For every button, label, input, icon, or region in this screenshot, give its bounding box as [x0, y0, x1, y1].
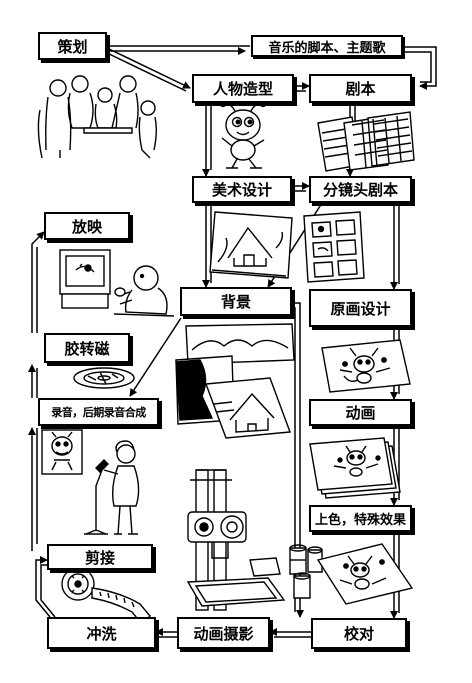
film-reel-illustration — [73, 367, 135, 389]
node-planning: 策划 — [38, 32, 107, 60]
arrow-transfer-to-screening — [31, 231, 45, 333]
arrow-background-to-photography — [292, 302, 304, 618]
arrow-photography-to-developing — [155, 628, 177, 638]
node-background: 背景 — [180, 287, 292, 316]
node-script-label: 剧本 — [345, 80, 376, 98]
node-animation: 动画 — [309, 399, 412, 426]
arrow-art-to-storyboard — [292, 182, 310, 192]
node-screening-label: 放映 — [71, 217, 102, 236]
node-character-design: 人物造型 — [192, 74, 294, 103]
arrow-recording-to-transfer — [28, 364, 38, 398]
node-screening: 放映 — [44, 212, 130, 240]
key-drawing-illustration — [321, 339, 411, 393]
meeting-people-illustration — [37, 75, 157, 159]
arrow-planning-to-music — [107, 45, 250, 55]
arrow-storyboard-to-keyanim — [390, 203, 400, 290]
storyboard-sheet-illustration — [303, 211, 365, 283]
arrow-developing-to-editing — [35, 556, 56, 618]
node-animation-photography: 动画摄影 — [177, 617, 270, 649]
node-animation-photography-label: 动画摄影 — [193, 624, 254, 643]
node-key-animation: 原画设计 — [309, 289, 412, 327]
singer-recording-illustration — [41, 429, 140, 535]
node-storyboard-label: 分镜头剧本 — [322, 181, 398, 199]
node-animation-label: 动画 — [345, 404, 376, 422]
arrow-music-to-script — [403, 46, 437, 90]
node-developing: 冲洗 — [47, 617, 156, 649]
script-pages-illustration — [317, 111, 415, 172]
background-art-illustration — [175, 323, 295, 439]
node-film-transfer: 胶转磁 — [44, 333, 130, 363]
node-planning-label: 策划 — [57, 37, 88, 56]
paint-jars-illustration — [289, 543, 414, 605]
arrow-character-to-script — [294, 82, 310, 92]
node-background-label: 背景 — [220, 293, 251, 311]
node-recording: 录音，后期录音合成 — [38, 398, 159, 426]
node-developing-label: 冲洗 — [86, 624, 117, 643]
animation-camera-stand-illustration — [186, 469, 286, 611]
house-drawing-illustration — [209, 211, 293, 279]
node-editing: 剪接 — [47, 544, 153, 570]
arrow-art-to-background — [202, 203, 212, 288]
node-editing-label: 剪接 — [84, 548, 115, 567]
node-proofreading-label: 校对 — [343, 625, 374, 643]
arrow-editing-to-recording — [28, 427, 38, 551]
node-script: 剧本 — [309, 74, 412, 103]
node-coloring-effects: 上色，特殊效果 — [309, 505, 412, 532]
film-strip-illustration — [61, 567, 151, 626]
arrow-background-to-recording — [129, 317, 182, 397]
node-music-script-theme: 音乐的脚本、主题歌 — [251, 35, 403, 57]
node-art-design-label: 美术设计 — [211, 181, 272, 199]
arrow-planning-to-character — [106, 47, 191, 92]
animation-sheets-illustration — [309, 437, 401, 499]
node-key-animation-label: 原画设计 — [330, 299, 391, 318]
node-proofreading: 校对 — [311, 618, 407, 649]
node-art-design: 美术设计 — [192, 176, 292, 203]
node-recording-label: 录音，后期录音合成 — [51, 406, 146, 419]
arrow-proofread-to-photography — [269, 628, 311, 638]
node-music-script-theme-label: 音乐的脚本、主题歌 — [268, 40, 386, 56]
arrow-character-to-art — [202, 103, 212, 177]
node-film-transfer-label: 胶转磁 — [64, 339, 110, 358]
node-storyboard: 分镜头剧本 — [309, 176, 412, 203]
node-character-design-label: 人物造型 — [212, 80, 273, 98]
tv-viewer-illustration — [59, 249, 175, 317]
node-coloring-effects-label: 上色，特殊效果 — [314, 513, 406, 528]
ant-character-illustration — [219, 100, 267, 169]
